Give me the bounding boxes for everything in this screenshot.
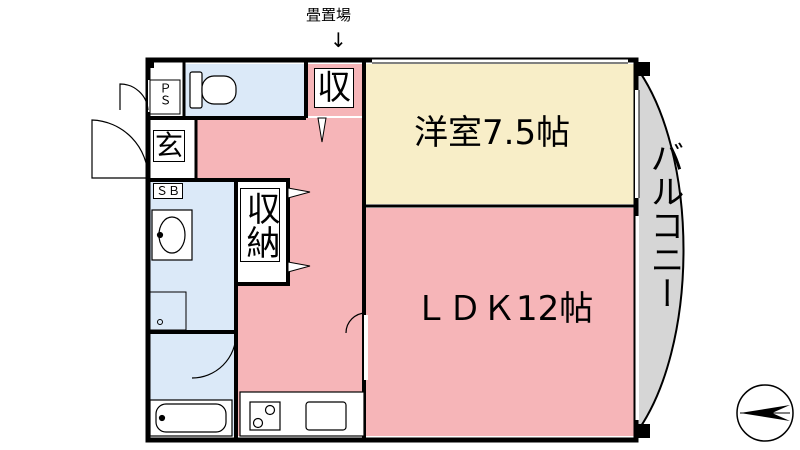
entrance-label: 玄 — [153, 129, 186, 162]
closet-label: 収納 — [240, 188, 280, 262]
shoe-box-label: ＳＢ — [153, 183, 184, 199]
sink-icon — [151, 209, 193, 261]
tatami-storage-label: 畳置場 — [306, 6, 352, 24]
balcony-curve — [634, 64, 700, 436]
western-room-floor — [366, 64, 634, 204]
compass-icon — [736, 384, 794, 442]
ldk-floor — [366, 208, 634, 436]
ldk-label: ＬＤＫ12帖 — [414, 289, 594, 329]
balcony-label: バルコニー — [644, 140, 684, 310]
storage-top-label: 収 — [314, 68, 354, 108]
arrow-down-icon: ↓ — [330, 28, 347, 52]
toilet-icon — [189, 71, 237, 109]
stove-icon — [239, 391, 365, 437]
western-room-label: 洋室7.5帖 — [414, 113, 571, 153]
entrance-door — [91, 119, 149, 179]
pipe-space-label: ＰＳ — [158, 82, 172, 106]
washer-space — [149, 291, 187, 331]
bathtub-icon — [149, 399, 233, 437]
